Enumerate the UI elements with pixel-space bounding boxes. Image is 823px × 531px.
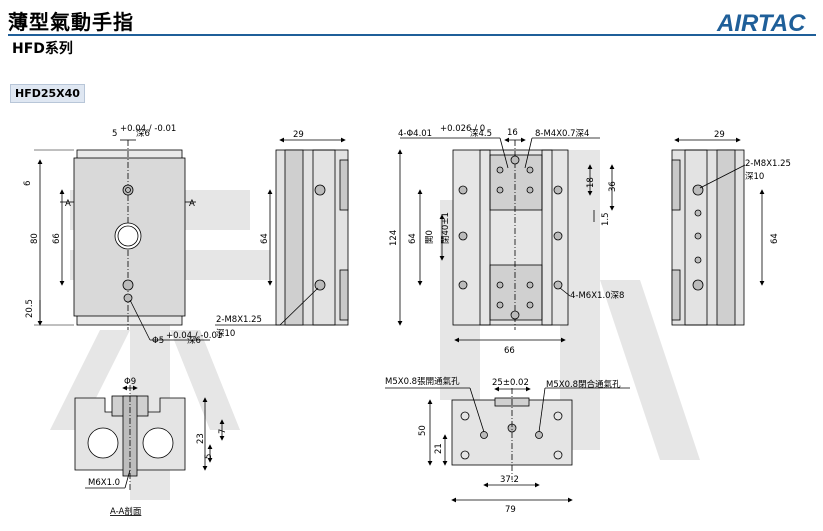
dim-holes-tol: +0.026 / 0 — [440, 124, 485, 134]
dim-bottom-hole-tol: +0.04 / -0.01 — [166, 331, 222, 341]
dim-80: 80 — [30, 233, 40, 244]
dim-m8-depth-right: 深10 — [745, 172, 764, 182]
dim-holes: 4-Φ4.01 — [398, 129, 432, 139]
dim-bottom-hole-depth: 深6 — [187, 336, 201, 346]
dim-m8-left: 2-M8X1.25 — [216, 315, 262, 325]
dim-64-top: 64 — [408, 233, 418, 244]
dim-5: 5 — [204, 454, 214, 459]
dim-20-5: 20.5 — [25, 299, 35, 318]
dim-29-left: 29 — [293, 130, 304, 140]
dim-66-top: 66 — [504, 346, 515, 356]
front-view-labels: 5 +0.04 / -0.01 深6 6 80 66 20.5 A A Φ5 +… — [23, 124, 222, 346]
dim-close-port: M5X0.8閉合通氣孔 — [546, 379, 621, 390]
dim-top-hole: 5 — [112, 129, 117, 139]
section-view-labels: Φ9 7 23 5 M6X1.0 A-A剖面 — [88, 377, 228, 517]
dim-1-5: 1.5 — [601, 212, 611, 226]
dim-16: 16 — [507, 128, 518, 138]
dim-79: 79 — [505, 505, 516, 515]
dim-64-right: 64 — [770, 233, 780, 244]
dim-bottom-hole: Φ5 — [152, 336, 164, 346]
section-a-right: A — [189, 199, 195, 209]
section-a-left: A — [65, 199, 71, 209]
dim-66: 66 — [52, 233, 62, 244]
side-right-view — [671, 137, 765, 326]
dim-23: 23 — [196, 433, 206, 444]
dim-25: 25±0.02 — [492, 378, 529, 388]
dim-64-left: 64 — [260, 233, 270, 244]
top-view — [397, 137, 615, 343]
page-title: 薄型氣動手指 — [8, 10, 134, 34]
dim-m8-depth-left: 深10 — [216, 329, 235, 339]
dim-close: 閉40±1 — [441, 212, 451, 244]
dim-37-2: 37.2 — [500, 475, 519, 485]
top-view-labels: 4-Φ4.01 +0.026 / 0 深4.5 16 8-M4X0.7深4 18… — [389, 124, 624, 356]
section-view — [74, 385, 225, 490]
dim-m6-section: M6X1.0 — [88, 478, 120, 488]
airtac-logo: AIRTAC — [716, 10, 806, 36]
side-left-view — [215, 137, 349, 326]
dim-21: 21 — [434, 443, 444, 454]
dim-6: 6 — [23, 181, 33, 186]
dim-36: 36 — [608, 181, 618, 192]
dim-7: 7 — [218, 429, 228, 434]
side-left-labels: 29 64 2-M8X1.25 深10 — [216, 130, 304, 339]
bottom-view — [385, 386, 630, 503]
model-tag: HFD25X40 — [10, 84, 85, 103]
dim-holes-depth: 深4.5 — [470, 129, 492, 139]
dim-phi9: Φ9 — [124, 377, 136, 387]
bottom-view-labels: M5X0.8張開通氣孔 M5X0.8閉合通氣孔 25±0.02 50 21 37… — [385, 376, 621, 515]
dim-29-right: 29 — [714, 130, 725, 140]
dim-open-port: M5X0.8張開通氣孔 — [385, 376, 460, 387]
title-rule — [8, 34, 816, 36]
svg-text:AIRTAC: AIRTAC — [716, 10, 806, 36]
dim-m8-right: 2-M8X1.25 — [745, 159, 791, 169]
dim-top-hole-depth: 深6 — [136, 129, 150, 139]
series-subtitle: HFD系列 — [12, 41, 73, 57]
section-label: A-A剖面 — [110, 506, 142, 517]
dim-124: 124 — [389, 230, 399, 246]
dim-18: 18 — [586, 177, 596, 188]
dim-open: 開0 — [425, 230, 435, 244]
dim-m4: 8-M4X0.7深4 — [535, 129, 589, 139]
dim-top-hole-tol: +0.04 / -0.01 — [120, 124, 176, 134]
dim-50: 50 — [418, 425, 428, 436]
side-right-labels: 29 2-M8X1.25 深10 64 — [714, 130, 791, 244]
dim-m6: 4-M6X1.0深8 — [570, 291, 624, 301]
front-view — [34, 139, 210, 341]
